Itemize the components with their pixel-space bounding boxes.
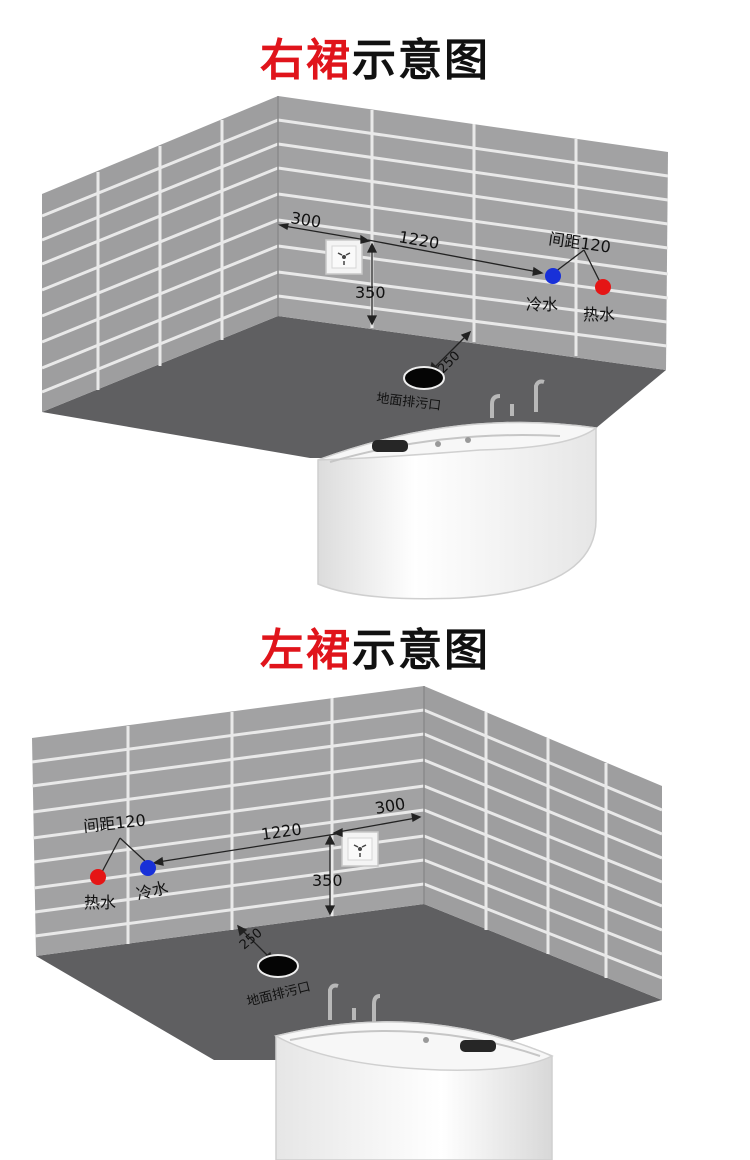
dim-1220-line [157, 833, 337, 863]
bathtub [317, 379, 598, 600]
right-skirt-diagram: 右裙示意图 [0, 24, 750, 600]
dim-300-line [337, 817, 417, 833]
back-wall-tiles [31, 698, 425, 944]
hot-water-label: 热水 [583, 305, 615, 324]
dim-250-line [433, 335, 467, 369]
left-skirt-diagram: 左裙示意图 [0, 600, 750, 1160]
right-wall-tiles [423, 708, 663, 980]
cold-water-point [545, 268, 561, 284]
dim-300-line [283, 225, 367, 241]
spacing-leader-hot [583, 249, 601, 283]
dim-1220-line [367, 239, 539, 273]
left-wall-tiles [41, 118, 279, 394]
floor [36, 904, 662, 1060]
floor-drain [403, 366, 445, 390]
cold-water-point [140, 860, 156, 876]
diagram-title: 左裙示意图 [0, 614, 750, 678]
dim-height-label: 350 [355, 283, 386, 302]
hot-water-label: 热水 [84, 893, 116, 912]
title-rest: 示意图 [352, 35, 490, 86]
spacing-leader-hot [101, 837, 121, 873]
power-socket [341, 831, 379, 867]
left-skirt-illustration: 300 1220 350 250 地面排污口 间距120 热水 冷水 [31, 686, 663, 1160]
floor-drain [257, 954, 299, 978]
back-wall-tiles [277, 110, 669, 356]
back-wall [32, 686, 424, 956]
dim-height-label: 350 [312, 871, 343, 890]
title-accent: 右裙 [260, 35, 352, 86]
diagram-title: 右裙示意图 [0, 24, 750, 88]
title-accent: 左裙 [260, 625, 352, 676]
hot-water-point [595, 279, 611, 295]
spacing-leader-cold [119, 837, 147, 863]
dim-offset-label: 300 [289, 208, 322, 232]
title-rest: 示意图 [352, 625, 490, 676]
dim-250-line [241, 929, 271, 959]
bathtub [273, 983, 554, 1160]
power-socket [325, 239, 363, 275]
spacing-leader-cold [554, 249, 585, 273]
right-wall [424, 686, 662, 1000]
hot-water-point [90, 869, 106, 885]
right-skirt-illustration: 300 1220 350 250 地面排污口 间距120 冷水 热水 [41, 96, 669, 600]
cold-water-label: 冷水 [526, 295, 558, 314]
